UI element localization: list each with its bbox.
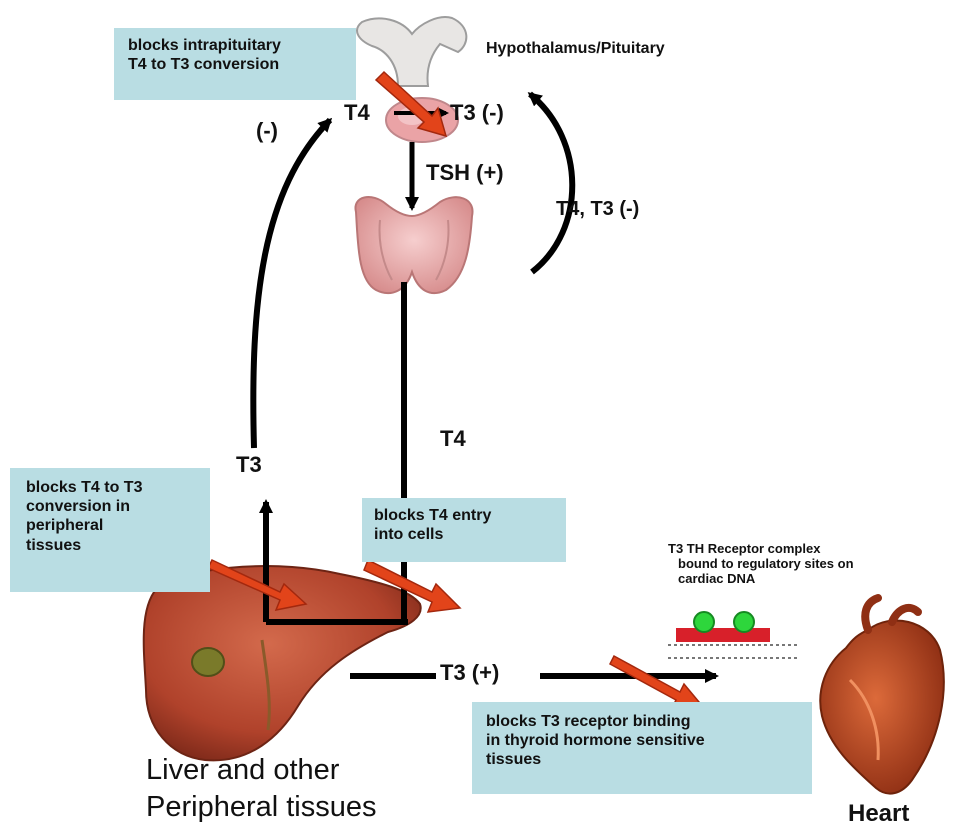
- block-peripheral-line-1: blocks T4 to T3: [26, 478, 194, 497]
- block-receptor-binding-line-3: tissues: [486, 750, 798, 769]
- receptor-line-2: bound to regulatory sites on: [668, 557, 854, 572]
- block-entry-line-1: blocks T4 entry: [374, 506, 554, 525]
- tsh-label: TSH (+): [426, 160, 504, 185]
- block-intrapituitary-line-2: T4 to T3 conversion: [128, 55, 342, 74]
- t3-pituitary-label: T3 (-): [450, 100, 504, 125]
- block-intrapituitary-box: blocks intrapituitary T4 to T3 conversio…: [114, 28, 356, 100]
- feedback-right-label: T4, T3 (-): [556, 198, 639, 221]
- heart-label: Heart: [848, 800, 909, 828]
- block-peripheral-box: blocks T4 to T3 conversion in peripheral…: [10, 468, 210, 592]
- dna-receptor-icon: [668, 612, 800, 658]
- block-receptor-binding-box: blocks T3 receptor binding in thyroid ho…: [472, 702, 812, 794]
- block-peripheral-line-4: tissues: [26, 536, 194, 555]
- block-peripheral-line-3: peripheral: [26, 516, 194, 535]
- t3-left-label: T3: [236, 452, 262, 477]
- receptor-line-3: cardiac DNA: [668, 572, 854, 587]
- receptor-line-1: T3 TH Receptor complex: [668, 542, 854, 557]
- block-arrow-receptor: [610, 656, 704, 708]
- t3-bottom-label: T3 (+): [440, 660, 499, 685]
- block-receptor-binding-line-1: blocks T3 receptor binding: [486, 712, 798, 731]
- t3-negative-feedback-arrow: [253, 120, 330, 448]
- thyroid-icon: [355, 197, 472, 293]
- receptor-label: T3 TH Receptor complex bound to regulato…: [668, 542, 854, 587]
- block-entry-line-2: into cells: [374, 525, 554, 544]
- block-intrapituitary-line-1: blocks intrapituitary: [128, 36, 342, 55]
- hypothalamus-label: Hypothalamus/Pituitary: [486, 40, 665, 58]
- t4-middle-label: T4: [440, 426, 466, 451]
- liver-label: Liver and other Peripheral tissues: [146, 752, 377, 826]
- liver-label-line-1: Liver and other: [146, 752, 377, 789]
- block-peripheral-line-2: conversion in: [26, 497, 194, 516]
- liver-label-line-2: Peripheral tissues: [146, 789, 377, 826]
- block-receptor-binding-line-2: in thyroid hormone sensitive: [486, 731, 798, 750]
- feedback-left-label: (-): [256, 118, 278, 143]
- t4-t3-feedback-arrow: [530, 94, 572, 272]
- heart-icon: [820, 598, 944, 794]
- block-entry-box: blocks T4 entry into cells: [362, 498, 566, 562]
- t4-pituitary-label: T4: [344, 100, 370, 125]
